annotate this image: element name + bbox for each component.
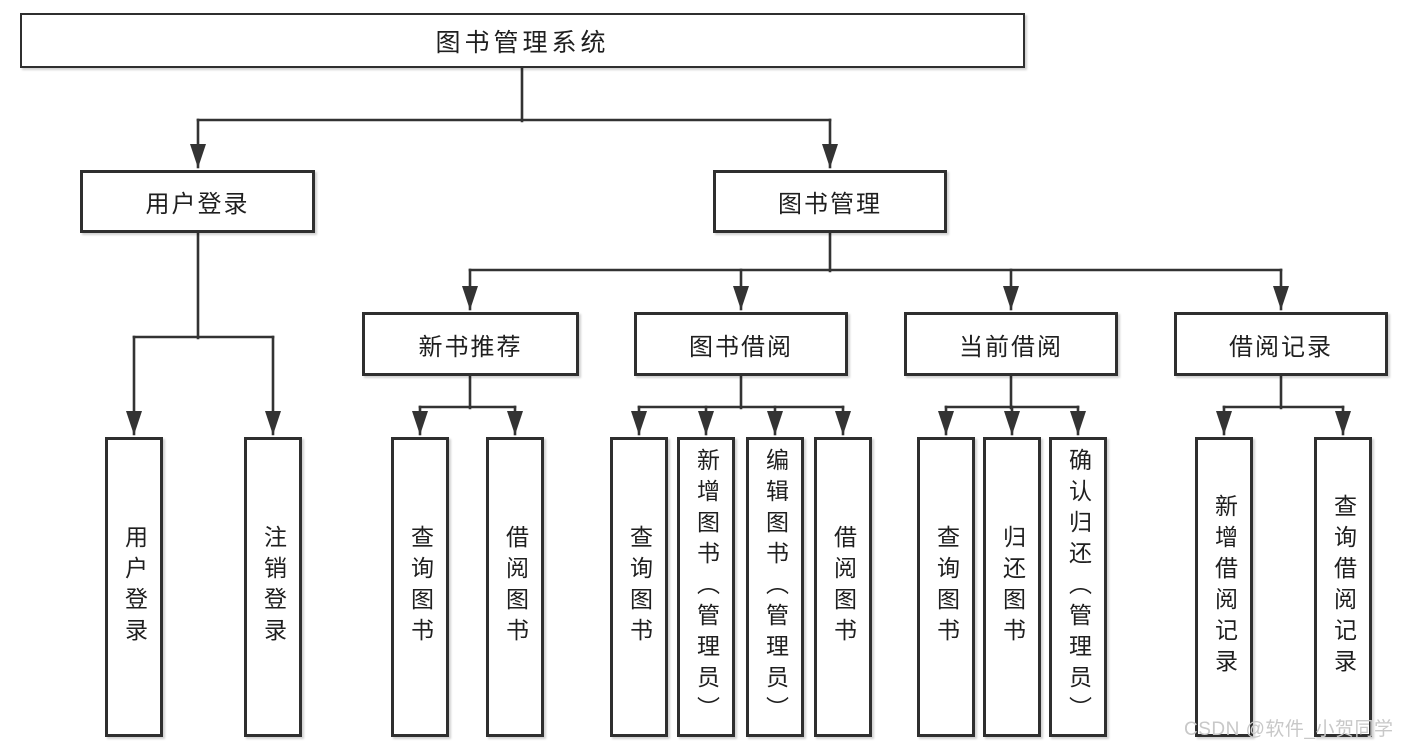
node-root-label: 图书管理系统: [435, 28, 610, 57]
node-new-book-recommendation-label: 新书推荐: [418, 333, 523, 361]
leaf-newbook-borrow-books: 借阅图书: [486, 437, 544, 737]
leaf-records-query-borrow-record-label: 查询借阅记录: [1330, 494, 1357, 680]
leaf-current-return-books-label: 归还图书: [999, 525, 1026, 649]
leaf-records-query-borrow-record: 查询借阅记录: [1314, 437, 1372, 737]
leaf-bookborrow-add-books-admin: 新增图书（管理员）: [677, 437, 735, 737]
leaf-bookborrow-add-books-admin-label: 新增图书（管理员）: [693, 447, 720, 727]
node-borrowing-records: 借阅记录: [1174, 312, 1388, 376]
leaf-user-login: 用户登录: [105, 437, 163, 737]
node-user-login-label: 用户登录: [145, 191, 250, 218]
connector-arrows: [126, 118, 1351, 436]
node-root: 图书管理系统: [20, 13, 1025, 68]
leaf-logout-login-label: 注销登录: [260, 525, 287, 649]
leaf-bookborrow-query-books: 查询图书: [610, 437, 668, 737]
leaf-current-query-books: 查询图书: [917, 437, 975, 737]
leaf-logout-login: 注销登录: [244, 437, 302, 737]
node-book-management: 图书管理: [713, 170, 947, 233]
leaf-bookborrow-edit-books-admin-label: 编辑图书（管理员）: [762, 447, 789, 727]
leaf-bookborrow-borrow-books: 借阅图书: [814, 437, 872, 737]
leaf-newbook-query-books: 查询图书: [391, 437, 449, 737]
node-book-borrowing: 图书借阅: [634, 312, 848, 376]
node-user-login: 用户登录: [80, 170, 315, 233]
node-current-borrowing: 当前借阅: [904, 312, 1118, 376]
leaf-newbook-query-books-label: 查询图书: [407, 525, 434, 649]
csdn-watermark: CSDN @软件_小贺同学: [1184, 719, 1394, 740]
node-book-management-label: 图书管理: [778, 191, 882, 218]
leaf-newbook-borrow-books-label: 借阅图书: [502, 525, 529, 649]
node-borrowing-records-label: 借阅记录: [1229, 333, 1333, 361]
node-new-book-recommendation: 新书推荐: [362, 312, 579, 376]
leaf-current-confirm-return-admin-label: 确认归还（管理员）: [1065, 447, 1092, 727]
leaf-bookborrow-query-books-label: 查询图书: [626, 525, 653, 649]
leaf-current-query-books-label: 查询图书: [933, 525, 960, 649]
leaf-bookborrow-borrow-books-label: 借阅图书: [830, 525, 857, 649]
node-current-borrowing-label: 当前借阅: [959, 333, 1063, 361]
leaf-bookborrow-edit-books-admin: 编辑图书（管理员）: [746, 437, 804, 737]
leaf-user-login-label: 用户登录: [121, 525, 148, 649]
node-book-borrowing-label: 图书借阅: [689, 333, 793, 361]
leaf-current-confirm-return-admin: 确认归还（管理员）: [1049, 437, 1107, 737]
leaf-records-add-borrow-record-label: 新增借阅记录: [1211, 494, 1238, 680]
leaf-current-return-books: 归还图书: [983, 437, 1041, 737]
leaf-records-add-borrow-record: 新增借阅记录: [1195, 437, 1253, 737]
